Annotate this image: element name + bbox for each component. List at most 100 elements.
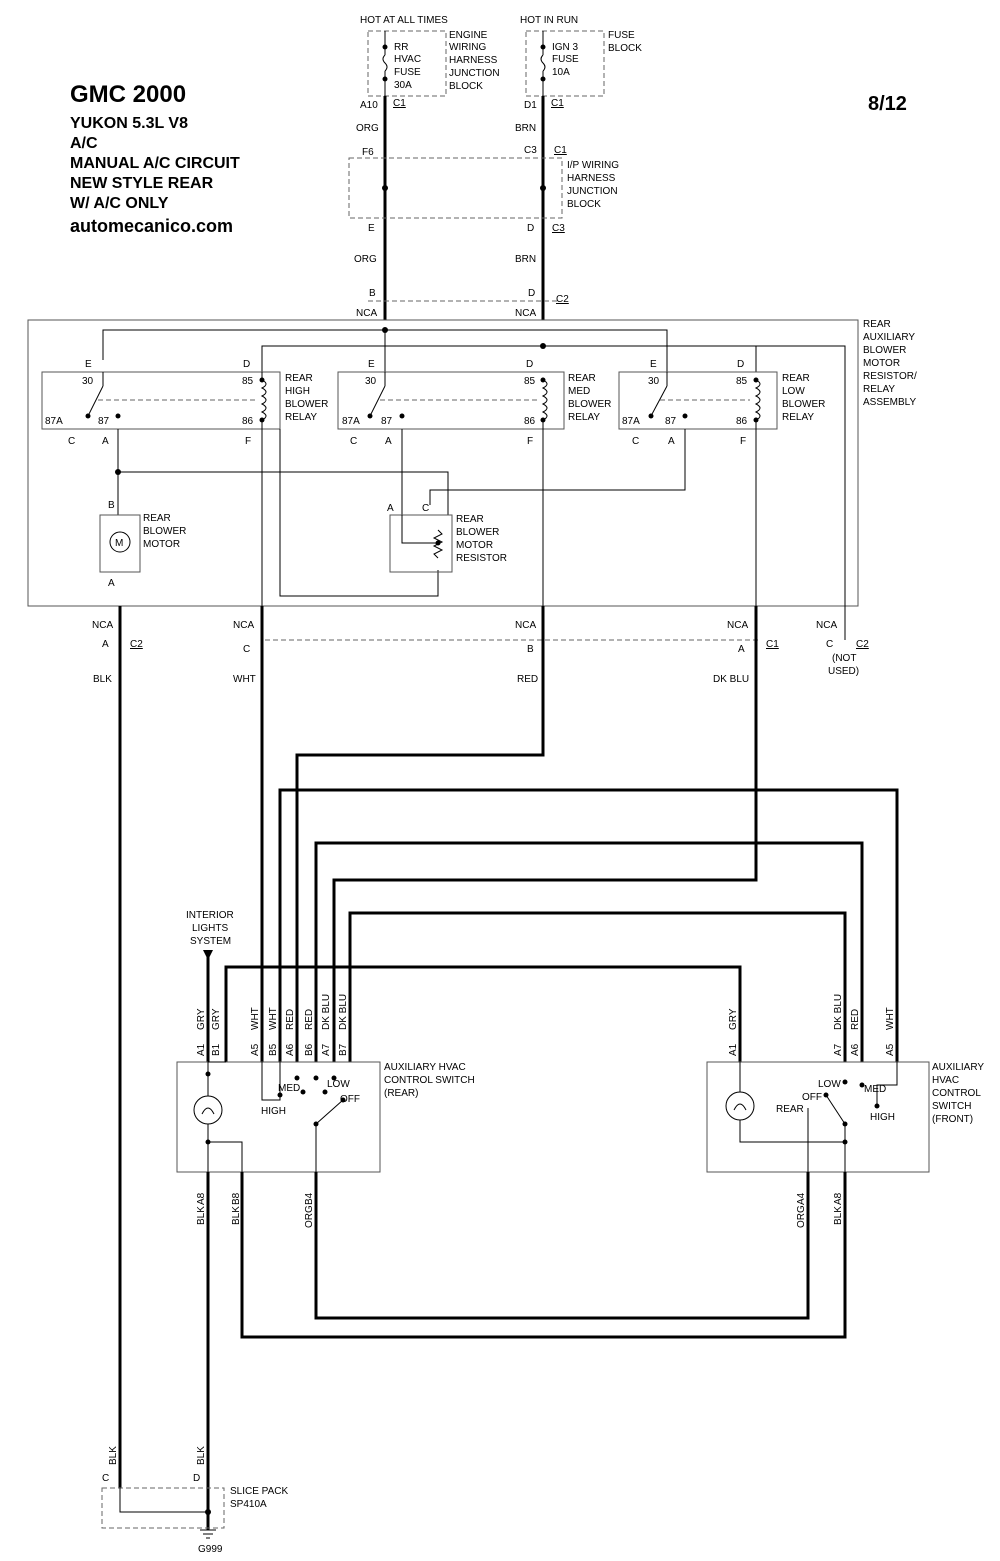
high-relay-coil: [260, 379, 267, 421]
interior-lights-label-2: LIGHTS: [192, 923, 228, 934]
front-lamp-filament: [733, 1103, 747, 1111]
auxiliary-hvac-control-switch-rear: GRY GRY WHT WHT RED RED DK BLU DK BLU A1…: [176, 994, 475, 1228]
blk-wire-switch-link: [240, 1172, 847, 1339]
bus-brn-splice: [540, 343, 546, 349]
high-relay-label-2: HIGH: [285, 386, 310, 397]
splice-node: [205, 1509, 211, 1515]
med-relay-pin-87: 87: [381, 416, 393, 427]
splice-label-2: SP410A: [230, 1499, 267, 1510]
rear-pos-high: HIGH: [261, 1106, 286, 1117]
wire-brn-lower: BRN: [515, 254, 536, 265]
fuse1-terminal-top: [382, 44, 388, 50]
engine-block-label-4: JUNCTION: [449, 68, 500, 79]
splice-wire-blk-1: BLK: [108, 1446, 119, 1465]
low-relay-label-4: RELAY: [782, 412, 814, 423]
rear-pos-low: LOW: [327, 1079, 350, 1090]
splice-bar: [119, 1488, 208, 1513]
exit-conn-c2: C2: [130, 639, 143, 650]
hot-at-all-times-label: HOT AT ALL TIMES: [360, 15, 448, 26]
rear-wire-wht-2: WHT: [268, 1007, 279, 1030]
fuse-block-label-1: FUSE: [608, 30, 635, 41]
assembly-label-7: ASSEMBLY: [863, 397, 916, 408]
front-switch-label-3: CONTROL: [932, 1088, 981, 1099]
exit-pin-a-c1: A: [738, 644, 745, 655]
front-pos-rear: REAR: [776, 1104, 804, 1115]
low-relay-contact-arm: [650, 385, 668, 417]
dkblu-wire-low: [332, 606, 758, 1062]
front-pin-a8: A8: [833, 1192, 844, 1205]
med-relay-87-point: [399, 413, 405, 419]
not-used-1: (NOT: [832, 653, 856, 664]
high-relay-pin-87a: 87A: [45, 416, 63, 427]
splice-pack-sp410a: BLK BLK C D SLICE PACK SP410A G999: [101, 1446, 288, 1555]
med-relay-pin-86: 86: [524, 416, 536, 427]
assembly-label-6: RELAY: [863, 384, 895, 395]
fuse2-terminal-top: [540, 44, 546, 50]
ground-label-g999: G999: [198, 1544, 223, 1555]
wire-brn-upper: BRN: [515, 123, 536, 134]
ip-junction-block-outline: [348, 157, 563, 219]
rear-med-node: [294, 1075, 300, 1081]
fuse2-element: [540, 54, 546, 72]
auxiliary-hvac-control-switch-front: GRY DK BLU RED WHT A1 A7 A6 A5 LOW MED O…: [706, 994, 984, 1228]
low-relay-pin-86: 86: [736, 416, 748, 427]
red-wire-med: [295, 606, 545, 1062]
motor-housing: [99, 514, 141, 573]
splice-label-1: SLICE PACK: [230, 1486, 288, 1497]
rear-pin-b6: B6: [304, 1043, 315, 1056]
high-relay-87-point: [115, 413, 121, 419]
rear-high-contact-lead: [261, 1062, 281, 1101]
engine-block-label-1: ENGINE: [449, 30, 488, 41]
med-relay-label-4: RELAY: [568, 412, 600, 423]
engine-block-label-3: HARNESS: [449, 55, 498, 66]
fuse2-label-1: IGN 3: [552, 42, 579, 53]
rear-switch-label-3: (REAR): [384, 1088, 418, 1099]
rear-low-contact: [322, 1089, 328, 1095]
splice-wire-blk-2: BLK: [196, 1446, 207, 1465]
rear-wire-gry-1: GRY: [196, 1008, 207, 1030]
front-high-lead: [876, 1062, 898, 1106]
rear-switch-wiper: [315, 1099, 344, 1125]
med-relay-87a-point: [367, 413, 373, 419]
resistor-label-4: RESISTOR: [456, 553, 507, 564]
ip-splice-right: [540, 185, 546, 191]
ip-block-label-2: HARNESS: [567, 173, 616, 184]
high-relay-label-3: BLOWER: [285, 399, 328, 410]
high-relay-pin-f: F: [245, 436, 251, 447]
dkblu-wire-front: [348, 911, 847, 1062]
pin-d-c2: D: [528, 288, 535, 299]
front-switch-label-2: HVAC: [932, 1075, 959, 1086]
front-wire-blk: BLK: [833, 1206, 844, 1225]
low-relay-coil: [754, 379, 761, 421]
motor-pin-b: B: [108, 500, 115, 511]
conn-c1-ip: C1: [554, 145, 567, 156]
rear-pin-b5: B5: [268, 1043, 279, 1056]
resistor-pin-c: C: [422, 503, 429, 514]
page-number: 8/12: [868, 93, 907, 115]
rear-med-blower-relay: E D 30 85 87A 87 86 REAR MED BLOWER RELA…: [337, 359, 611, 447]
low-relay-coil-top: [753, 377, 759, 383]
med-relay-pin-f: F: [527, 436, 533, 447]
low-relay-pin-85: 85: [736, 376, 748, 387]
front-switch-wiper: [825, 1094, 846, 1125]
low-relay-87a-point: [648, 413, 654, 419]
high-relay-label-4: RELAY: [285, 412, 317, 423]
front-pin-a5: A5: [885, 1043, 896, 1056]
title-line-6: W/ A/C ONLY: [70, 195, 169, 212]
bus-brn-85: [261, 345, 846, 640]
med-relay-pin-d: D: [526, 359, 533, 370]
med-relay-label-1: REAR: [568, 373, 596, 384]
resistor-tap-lead: [401, 515, 438, 544]
motor-label-3: MOTOR: [143, 539, 180, 550]
splice-pin-d: D: [193, 1473, 200, 1484]
red-wire-front: [314, 841, 864, 1062]
rear-wire-dkblu-2: DK BLU: [338, 994, 349, 1030]
engine-block-label-5: BLOCK: [449, 81, 483, 92]
high-relay-87a-point: [85, 413, 91, 419]
fuse-block-label-2: BLOCK: [608, 43, 642, 54]
ip-block-label-4: BLOCK: [567, 199, 601, 210]
med-relay-pin-c: C: [350, 436, 357, 447]
interior-lights-label-3: SYSTEM: [190, 936, 231, 947]
nca-exit-4: NCA: [727, 620, 748, 631]
